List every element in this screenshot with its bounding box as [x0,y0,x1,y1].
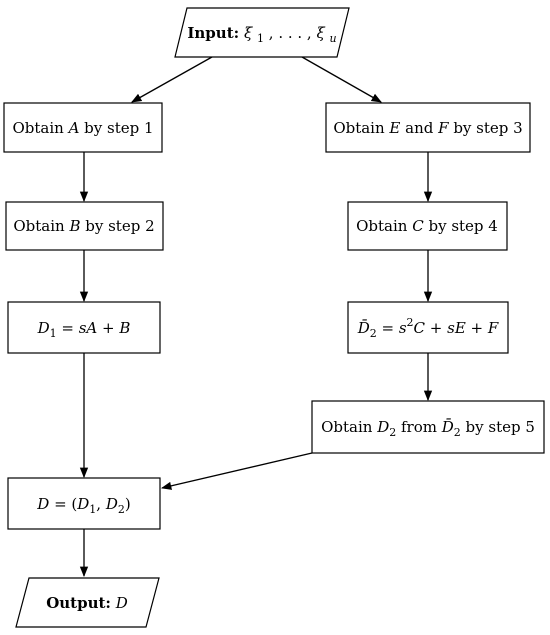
d-close: ) [125,495,131,513]
input-ellipsis: , . . . , [269,24,317,42]
d2bar-s2: s [447,319,455,337]
svg-text:Obtain B by step 2: Obtain B by step 2 [13,217,154,235]
d2bar-e: E [454,319,466,337]
d2bar-eq: = [377,319,399,337]
input-prefix: Input: [187,24,239,42]
obtain-a-post: by step 1 [79,119,153,137]
obtain-d2-sub2: 2 [454,426,461,439]
obtain-b-pre: Obtain [13,217,69,235]
d2bar-f: F [487,319,499,337]
d-comma: , [96,495,106,513]
d2bar-sup: 2 [407,316,414,329]
svg-text:Output: D: Output: D [46,594,128,612]
edge-input-to-obtain-a [131,56,213,103]
d2bar-s: s [399,319,407,337]
d1-s: s [79,319,87,337]
obtain-d2-d: D [376,418,389,436]
obtain-ef-var-f: F [437,119,449,137]
svg-text:D1 = sA + B: D1 = sA + B [37,319,131,340]
d2bar-c: C [414,319,426,337]
svg-text:D̄2 = s2C + sE + F: D̄2 = s2C + sE + F [357,316,499,340]
d2bar-d: D̄ [357,319,370,337]
svg-text:D = (D1, D2): D = (D1, D2) [36,495,130,516]
d-d1: D [76,495,89,513]
input-sub-1: 1 [257,32,264,45]
obtain-b-post: by step 2 [81,217,155,235]
edge-input-to-obtain-ef [301,56,382,103]
node-obtain-b: Obtain B by step 2 [5,201,164,251]
d1-plus: + [97,319,119,337]
d1-b: B [118,319,130,337]
node-input: Input: ξ 1 , . . . , ξ u [174,7,350,58]
svg-text:Obtain A by step 1: Obtain A by step 1 [12,119,153,137]
obtain-d2-sub: 2 [389,426,396,439]
edge-obtain-d2-to-d [160,452,313,490]
obtain-ef-pre: Obtain [333,119,389,137]
obtain-b-var: B [68,217,80,235]
obtain-d2-pre: Obtain [321,418,377,436]
obtain-ef-var-e: E [388,119,400,137]
obtain-ef-post: by step 3 [449,119,523,137]
obtain-c-var: C [412,217,424,235]
d2bar-plus2: + [466,319,488,337]
d1-sub: 1 [50,327,57,340]
d2bar-plus1: + [425,319,447,337]
input-xi-1: ξ [244,24,253,42]
d2bar-sub: 2 [370,327,377,340]
obtain-d2-post: by step 5 [461,418,535,436]
svg-text:Input: ξ 1: Input: ξ 1 , . . . , ξ u [187,24,336,46]
d-d2: D [105,495,118,513]
node-d: D = (D1, D2) [7,477,161,530]
obtain-c-pre: Obtain [356,217,412,235]
d1-a: A [84,319,97,337]
obtain-ef-and: and [400,119,438,137]
d-d: D [36,495,49,513]
input-sub-u: u [330,32,337,45]
node-obtain-d2: Obtain D2 from D̄2 by step 5 [311,400,545,454]
output-prefix: Output: [46,594,111,612]
svg-text:Obtain D2 from D̄2 by step 5: Obtain D2 from D̄2 by step 5 [321,418,535,439]
obtain-d2-dbar: D̄ [441,418,454,436]
obtain-d2-from: from [396,418,442,436]
d1-d: D [37,319,50,337]
svg-text:Obtain E and F by step 3: Obtain E and F by step 3 [333,119,522,137]
svg-text:Obtain C by step 4: Obtain C by step 4 [356,217,498,235]
node-obtain-ef: Obtain E and F by step 3 [325,102,531,153]
d-eq: = ( [49,495,77,513]
d-sub2: 2 [118,503,125,516]
d-sub1: 1 [89,503,96,516]
node-obtain-c: Obtain C by step 4 [347,201,508,251]
node-d1: D1 = sA + B [7,301,161,354]
node-d2bar: D̄2 = s2C + sE + F [347,301,509,354]
obtain-c-post: by step 4 [424,217,498,235]
node-output: Output: D [15,577,160,628]
input-xi-u: ξ [316,24,325,42]
obtain-a-pre: Obtain [12,119,68,137]
obtain-a-var: A [67,119,80,137]
d1-eq: = [57,319,79,337]
node-obtain-a: Obtain A by step 1 [3,102,163,153]
output-var: D [115,594,128,612]
